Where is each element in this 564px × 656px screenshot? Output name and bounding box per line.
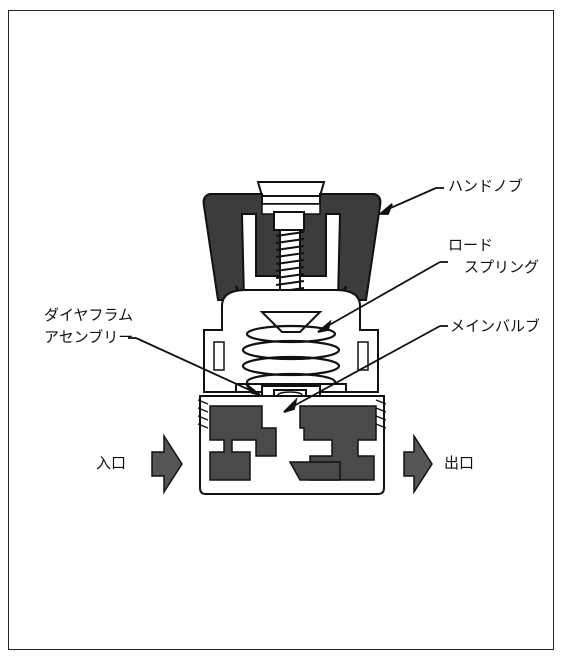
inlet-arrow <box>151 433 183 495</box>
outlet-label: 出口 <box>444 454 475 472</box>
leader-lines <box>128 187 448 413</box>
main-valve-label: メインバルブ <box>450 317 541 335</box>
load-spring-label-line1: ロード <box>448 236 494 254</box>
spring-button <box>259 311 323 333</box>
diaphragm-label-line1: ダイヤフラム <box>44 306 134 324</box>
lower-body <box>197 395 387 495</box>
hand-knob-label: ハンドノブ <box>448 177 523 195</box>
load-spring <box>241 324 341 392</box>
load-spring-label-line2: スプリング <box>464 258 540 276</box>
inlet-label: 入口 <box>96 454 127 472</box>
diaphragm-label-line2: アセンブリー <box>44 328 134 346</box>
outlet-arrow <box>403 433 433 495</box>
